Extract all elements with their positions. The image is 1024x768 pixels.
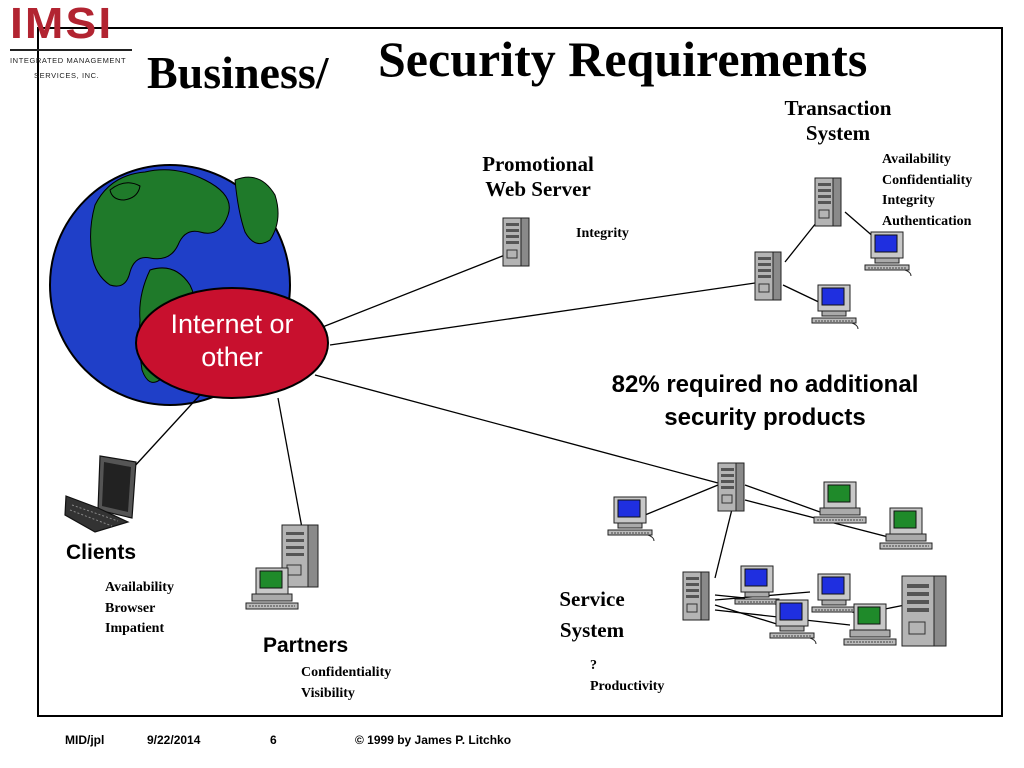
logo-wordmark: IMSI [10,0,114,48]
service-label-line2: System [559,618,625,642]
transaction-server-2-icon [754,251,782,301]
service-big-server-icon [901,575,947,647]
partners-label: Partners [263,634,349,657]
imsi-logo: IMSI INTEGRATED MANAGEMENT SERVICES, INC… [0,0,145,92]
internet-label-line1: Internet or [170,309,294,339]
security-stat-line2: security products [664,404,866,431]
requirement-item: Availability [882,152,951,167]
promotional-label-line1: Promotional [482,152,594,176]
requirement-item: Authentication [882,213,972,229]
transaction-label-line2: System [805,121,871,146]
internet-label: Internet or other [136,308,328,374]
title-security-requirements: Security Requirements [378,31,868,87]
internet-bubble [135,287,329,399]
requirement-item: Availability [105,580,174,595]
security-stat-line1: 82% required no additional [611,371,919,398]
clients-label: Clients [66,541,137,564]
title-business: Business/ [147,47,329,98]
promotional-label-line2: Web Server [485,177,591,202]
requirement-item: Confidentiality [882,172,973,188]
clients-requirements: Availability Browser Impatient [105,578,174,640]
requirement-item: Integrity [576,226,629,241]
transaction-workstation-2-icon [811,284,859,330]
transaction-requirements: Availability Confidentiality Integrity A… [882,150,972,232]
service-workstation-4-icon [734,565,782,611]
requirement-item: ? [590,658,597,673]
requirement-item: Productivity [590,678,665,694]
transaction-server-icon [814,177,842,227]
service-workstation-1-icon [607,496,655,542]
logo-company-line2: SERVICES, INC. [34,71,100,80]
partners-requirements: Confidentiality Visibility [301,663,391,704]
footer-date: 9/22/2014 [147,733,201,747]
security-stat: 82% required no additional security prod… [560,368,970,434]
service-workstation-2-icon [813,481,867,524]
internet-label-line2: other [201,342,263,372]
service-label-line1: Service [559,587,625,611]
requirement-item: Impatient [105,621,165,636]
requirement-item: Confidentiality [301,665,392,680]
transaction-label-line1: Transaction [784,96,892,120]
laptop-icon [64,455,137,533]
transaction-system-label: Transaction System [760,96,916,146]
footer-author: MID/jpl [65,733,105,747]
promotional-web-server-label: Promotional Web Server [452,152,624,202]
requirement-item: Browser [105,600,156,616]
service-workstation-6-icon [769,599,817,645]
service-system-label: Service System [540,584,644,646]
service-requirements: ? Productivity [590,656,664,697]
service-server-2-icon [682,571,710,621]
service-workstation-5-icon [811,573,859,619]
logo-company-line1: INTEGRATED MANAGEMENT [10,56,127,65]
transaction-workstation-icon [864,231,912,277]
partners-server-icon [281,524,319,588]
requirement-item: Integrity [882,193,935,208]
service-hub-server-icon [717,462,745,512]
footer-copyright: © 1999 by James P. Litchko [355,733,512,747]
promotional-web-server-icon [502,217,530,267]
logo-rule-top [10,49,132,51]
requirement-item: Visibility [301,685,355,701]
footer-page-number: 6 [270,733,277,747]
service-workstation-3-icon [879,507,933,550]
promotional-requirements: Integrity [576,224,629,245]
